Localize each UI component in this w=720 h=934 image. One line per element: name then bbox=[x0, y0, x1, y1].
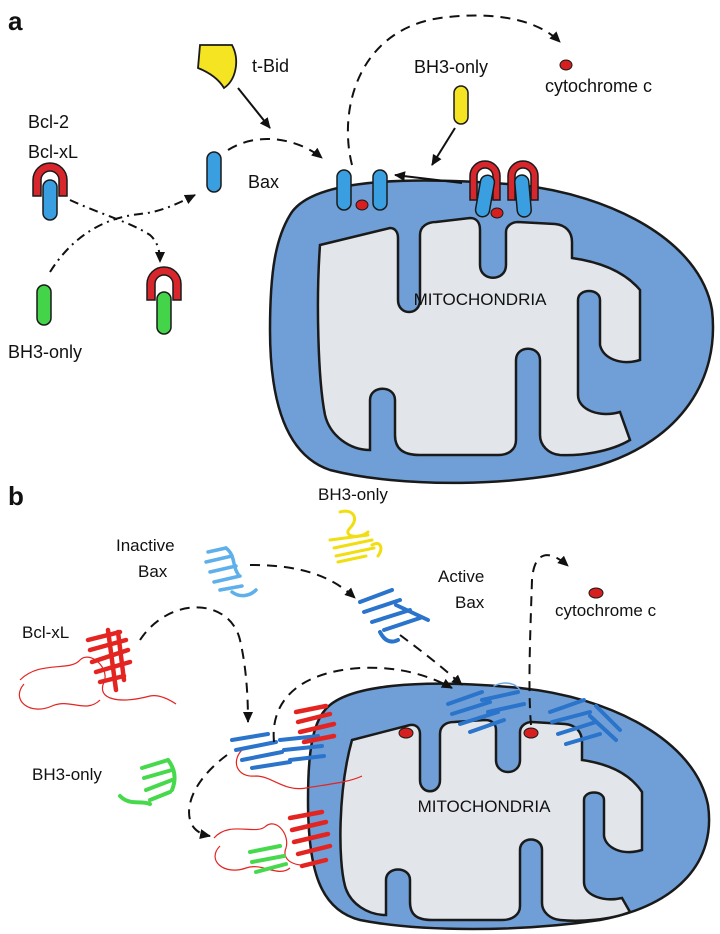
mito-b-label: MITOCHONDRIA bbox=[418, 797, 552, 816]
cytochrome-dot bbox=[398, 727, 414, 739]
tbid-label: t-Bid bbox=[252, 56, 289, 76]
active-label-2: Bax bbox=[455, 593, 485, 612]
bclxl-bh3-complex-b bbox=[213, 809, 333, 874]
panel-a-letter: a bbox=[8, 6, 23, 36]
arrow-complex-to-pore bbox=[394, 171, 463, 184]
inactive-label-2: Bax bbox=[138, 562, 168, 581]
cytochrome-dot bbox=[490, 207, 504, 219]
bcl-cap-right bbox=[507, 160, 539, 201]
arrow-bh3-top bbox=[431, 127, 456, 166]
arrow-active-to-pore bbox=[399, 634, 463, 686]
cytochrome-label-a: cytochrome c bbox=[545, 76, 652, 96]
arrow-cyt-release-b bbox=[528, 554, 569, 726]
bh3-yellow-pill bbox=[453, 85, 469, 125]
bax-label: Bax bbox=[248, 172, 279, 192]
bh3-green-structure bbox=[118, 758, 177, 806]
arrow-bh3-displace-b bbox=[188, 754, 228, 839]
bclxl-structure bbox=[18, 627, 177, 710]
panel-b-letter: b bbox=[8, 481, 24, 511]
bh3-top-label: BH3-only bbox=[414, 57, 488, 77]
bax-oligomer-pore-2 bbox=[548, 698, 622, 746]
bcl-bax-heterodimer bbox=[32, 162, 68, 221]
inactive-bax-structure bbox=[204, 546, 258, 598]
bax-pore-left bbox=[336, 169, 352, 211]
arrow-bclxl-to-membrane bbox=[139, 606, 253, 723]
bax-oligomer-pore-1 bbox=[446, 682, 526, 734]
bh3-bottom-label: BH3-only bbox=[8, 342, 82, 362]
arrow-complex-to-active bbox=[272, 666, 453, 743]
arrow-tbid bbox=[237, 87, 271, 129]
cytochrome-dot bbox=[355, 199, 369, 211]
cytochrome-free-b bbox=[588, 587, 604, 599]
bax-free-pill bbox=[206, 151, 222, 193]
bcl-bh3-complex bbox=[146, 266, 182, 335]
cytochrome-free-a bbox=[559, 59, 573, 71]
bh3-top-label-b: BH3-only bbox=[318, 485, 388, 504]
cytochrome-dot bbox=[523, 727, 539, 739]
bax-pore-a bbox=[336, 169, 388, 211]
inactive-label-1: Inactive bbox=[116, 536, 175, 555]
bax-in-complex-right bbox=[514, 174, 532, 218]
bh3-yellow-structure bbox=[328, 509, 383, 564]
bcl-bax-complex-a bbox=[469, 160, 539, 219]
mito-a-label: MITOCHONDRIA bbox=[414, 290, 548, 309]
bh3-green-pill bbox=[36, 284, 52, 326]
bclxl-label-b: Bcl-xL bbox=[22, 623, 69, 642]
arrow-inactive-to-active bbox=[249, 564, 356, 599]
bcl2-label: Bcl-2 bbox=[28, 112, 69, 132]
bax-pore-right bbox=[372, 169, 388, 211]
bclxl-bax-complex-b bbox=[230, 703, 363, 790]
mitochondrion-a: MITOCHONDRIA bbox=[268, 179, 715, 485]
bh3-left-label-b: BH3-only bbox=[32, 765, 102, 784]
cytochrome-label-b: cytochrome c bbox=[555, 601, 657, 620]
active-label-1: Active bbox=[438, 567, 484, 586]
mito-a-cristae bbox=[316, 216, 642, 457]
arrow-bh3-displace bbox=[49, 194, 196, 273]
active-bax-structure bbox=[358, 588, 430, 644]
arrow-bcl-bind bbox=[69, 199, 165, 263]
bax-in-complex-left bbox=[474, 174, 496, 218]
mitochondrion-b: MITOCHONDRIA bbox=[306, 682, 711, 931]
tbid-shape bbox=[197, 44, 238, 90]
mito-b-cristae bbox=[339, 718, 644, 922]
bclxl-label: Bcl-xL bbox=[28, 142, 78, 162]
bcl-cap-left bbox=[469, 160, 501, 201]
arrow-bax-insert bbox=[227, 138, 323, 159]
